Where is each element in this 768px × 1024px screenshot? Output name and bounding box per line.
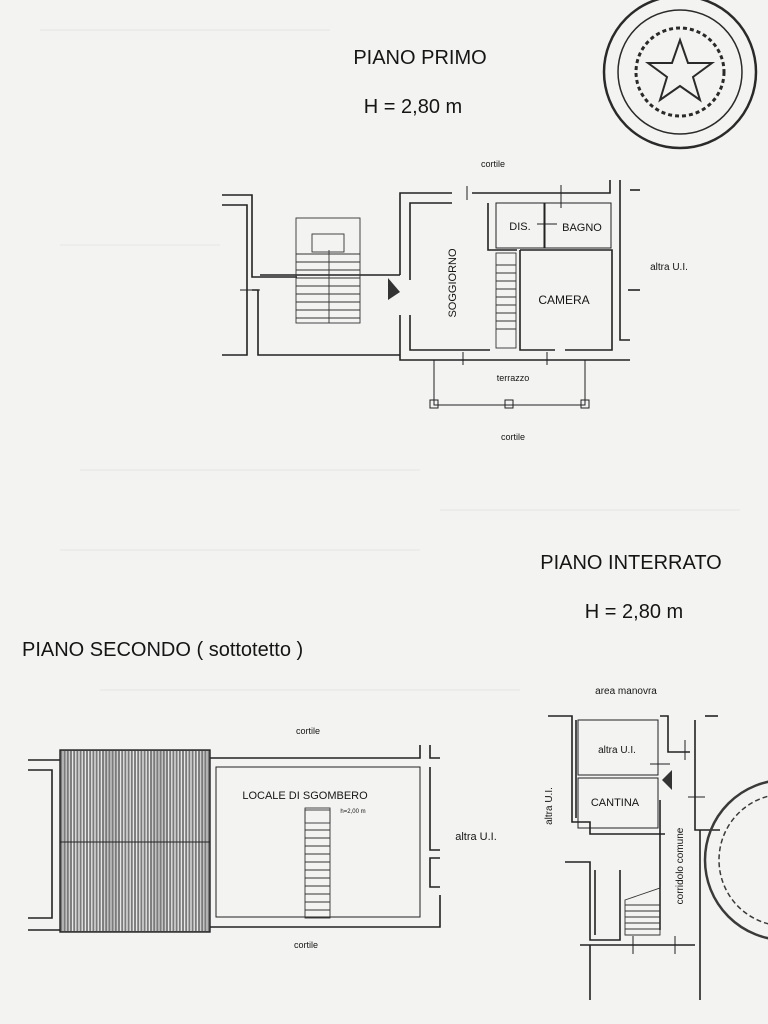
room-altra-ui: altra U.I.: [598, 745, 636, 756]
piano-interrato-walls: [548, 715, 720, 1000]
terrazzo-label: terrazzo: [497, 373, 530, 383]
room-camera: CAMERA: [538, 293, 589, 307]
room-locale-sgombero: LOCALE DI SGOMBERO: [242, 790, 368, 802]
locale-height: h=2,00 m: [340, 809, 365, 815]
room-cantina: CANTINA: [591, 797, 640, 809]
piano-secondo-title: PIANO SECONDO ( sottotetto ): [22, 639, 303, 661]
altra-ui-label: altra U.I.: [455, 831, 497, 843]
corridoio-comune-label: corridolo comune: [675, 827, 686, 904]
roof-hatched-area: [59, 749, 211, 933]
staircase-sottotetto: [304, 807, 331, 919]
piano-primo-section: PIANO PRIMO H = 2,80 m cortile: [222, 47, 688, 442]
cortile-label: cortile: [296, 726, 320, 736]
notary-stamp-bottom-right: [703, 780, 768, 940]
piano-secondo-walls: [28, 745, 441, 931]
cortile-label: cortile: [501, 432, 525, 442]
room-dis: DIS.: [509, 221, 530, 233]
entrance-door-symbol: [388, 278, 400, 300]
area-manovra-label: area manovra: [595, 686, 657, 697]
altra-ui-label: altra U.I.: [650, 262, 688, 273]
altra-ui-side-label: altra U.I.: [544, 787, 555, 825]
staircase-interrato: [624, 887, 661, 936]
piano-interrato-title: PIANO INTERRATO: [540, 552, 722, 574]
cortile-label: cortile: [294, 940, 318, 950]
notary-stamp-top-right: [602, 0, 758, 150]
piano-primo-height: H = 2,80 m: [364, 96, 462, 118]
staircase-internal: [495, 252, 517, 349]
piano-interrato-section: PIANO INTERRATO H = 2,80 m area manovra: [540, 552, 722, 1000]
room-bagno: BAGNO: [562, 222, 602, 234]
cortile-label: cortile: [481, 159, 505, 169]
piano-primo-title: PIANO PRIMO: [353, 47, 486, 69]
piano-secondo-section: PIANO SECONDO ( sottotetto ) cortile LOC…: [22, 639, 497, 950]
staircase-common: [295, 217, 361, 324]
piano-interrato-height: H = 2,80 m: [585, 601, 683, 623]
room-soggiorno: SOGGIORNO: [447, 248, 459, 318]
piano-primo-walls: [222, 180, 640, 409]
scan-background-texture: [40, 29, 740, 691]
entrance-door-symbol: [662, 770, 672, 790]
